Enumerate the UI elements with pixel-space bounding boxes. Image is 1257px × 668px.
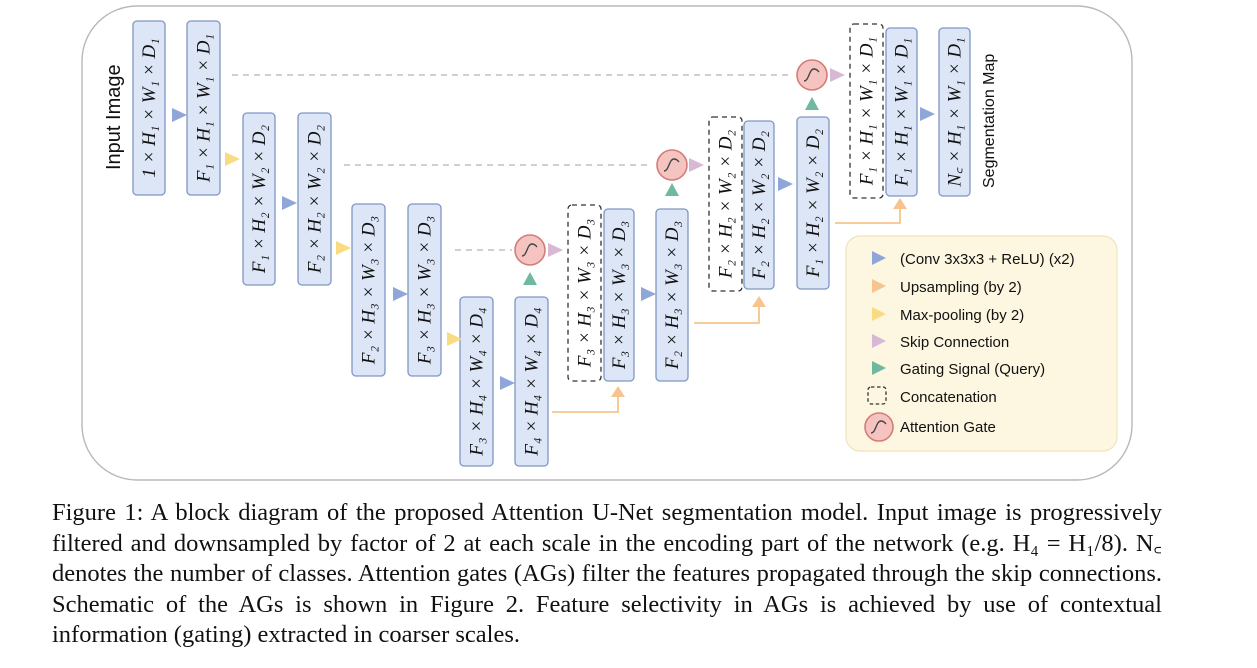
concatenation-block: F₃ × H₃ × W₃ × D₃ — [567, 204, 602, 382]
block-label: F₄ × H₄ × W₄ × D₄ — [522, 307, 543, 456]
skip-arrows — [548, 68, 845, 257]
feature-map-block: F₄ × H₄ × W₄ × D₄ — [514, 296, 549, 467]
attention-gate-icon — [514, 234, 546, 266]
legend-upsampling-label: Upsampling (by 2) — [900, 279, 1022, 296]
feature-map-block: F₃ × H₃ × W₃ × D₃ — [407, 203, 442, 377]
legend: (Conv 3x3x3 + ReLU) (x2) Upsampling (by … — [845, 235, 1118, 452]
legend-attention-label: Attention Gate — [900, 419, 996, 436]
attention-unet-diagram: 1 × H₁ × W₁ × D₁ F₁ × H₁ × W₁ × D₁ F₁ × H₂… — [81, 5, 1133, 481]
feature-map-block: 1 × H₁ × W₁ × D₁ — [132, 20, 166, 196]
legend-concat-label: Concatenation — [900, 389, 997, 406]
feature-map-block: F₁ × H₁ × W₁ × D₁ — [885, 27, 918, 197]
block-label: F₃ × H₃ × W₃ × D₃ — [415, 216, 436, 365]
figure-caption: Figure 1: A block diagram of the propose… — [52, 499, 1162, 648]
gating-arrows — [523, 97, 819, 285]
upsampling-arrowheads — [611, 198, 907, 397]
block-label: F₁ × H₂ × W₂ × D₂ — [803, 128, 824, 278]
block-label: N꜀ × H₁ × W₁ × D₁ — [945, 37, 966, 187]
block-label: F₁ × H₁ × W₁ × D₁ — [857, 37, 878, 186]
feature-map-block: F₁ × H₁ × W₁ × D₁ — [186, 20, 221, 196]
skip-legend-icon — [872, 334, 886, 348]
maxpool-arrows — [225, 152, 462, 346]
segmentation-map-label: Segmentation Map — [981, 54, 998, 188]
skip-lines — [232, 74, 792, 251]
block-label: F₃ × H₄ × W₄ × D₄ — [467, 307, 488, 456]
attention-gate-icon — [656, 149, 688, 181]
legend-box — [845, 235, 1118, 452]
legend-skip-label: Skip Connection — [900, 334, 1009, 351]
concatenation-block: F₂ × H₂ × W₂ × D₂ — [708, 116, 743, 292]
attention-gates — [514, 59, 828, 266]
feature-map-block: N꜀ × H₁ × W₁ × D₁ — [938, 27, 971, 197]
feature-map-block: F₂ × H₃ × W₃ × D₃ — [655, 208, 689, 382]
blocks-layer: 1 × H₁ × W₁ × D₁ F₁ × H₁ × W₁ × D₁ F₁ × H₂… — [132, 20, 971, 467]
attention-gate-icon — [796, 59, 828, 91]
block-label: 1 × H₁ × W₁ × D₁ — [139, 38, 160, 178]
block-label: F₂ × H₃ × W₃ × D₃ — [359, 216, 380, 365]
legend-conv-label: (Conv 3x3x3 + ReLU) (x2) — [900, 251, 1075, 268]
legend-maxpool-label: Max-pooling (by 2) — [900, 307, 1024, 324]
feature-map-block: F₃ × H₃ × W₃ × D₃ — [603, 208, 635, 382]
block-label: F₁ × H₁ × W₁ × D₁ — [194, 34, 215, 183]
block-label: F₂ × H₂ × W₂ × D₂ — [305, 124, 326, 274]
concatenation-legend-icon — [867, 386, 887, 405]
block-label: F₂ × H₂ × W₂ × D₂ — [716, 129, 737, 279]
conv-legend-icon — [872, 251, 886, 265]
feature-map-block: F₂ × H₂ × W₂ × D₂ — [743, 120, 775, 290]
conv-arrows — [172, 107, 935, 390]
input-image-label: Input Image — [103, 64, 125, 170]
block-label: F₃ × H₃ × W₃ × D₃ — [575, 219, 596, 368]
feature-map-block: F₁ × H₂ × W₂ × D₂ — [242, 112, 276, 286]
gating-legend-icon — [872, 361, 886, 375]
maxpool-legend-icon — [872, 307, 886, 321]
feature-map-block: F₁ × H₂ × W₂ × D₂ — [796, 116, 830, 290]
block-label: F₁ × H₁ × W₁ × D₁ — [892, 38, 913, 187]
block-label: F₂ × H₃ × W₃ × D₃ — [662, 221, 683, 370]
upsampling-paths — [552, 208, 901, 413]
upsampling-legend-icon — [872, 279, 886, 293]
feature-map-block: F₃ × H₄ × W₄ × D₄ — [459, 296, 494, 467]
block-label: F₃ × H₃ × W₃ × D₃ — [609, 221, 630, 370]
block-label: F₁ × H₂ × W₂ × D₂ — [249, 124, 270, 274]
feature-map-block: F₂ × H₃ × W₃ × D₃ — [351, 203, 386, 377]
block-label: F₂ × H₂ × W₂ × D₂ — [749, 130, 770, 280]
legend-gating-label: Gating Signal (Query) — [900, 361, 1045, 378]
concatenation-block: F₁ × H₁ × W₁ × D₁ — [849, 23, 884, 199]
feature-map-block: F₂ × H₂ × W₂ × D₂ — [297, 112, 332, 286]
attention-gate-legend-icon — [864, 412, 894, 442]
